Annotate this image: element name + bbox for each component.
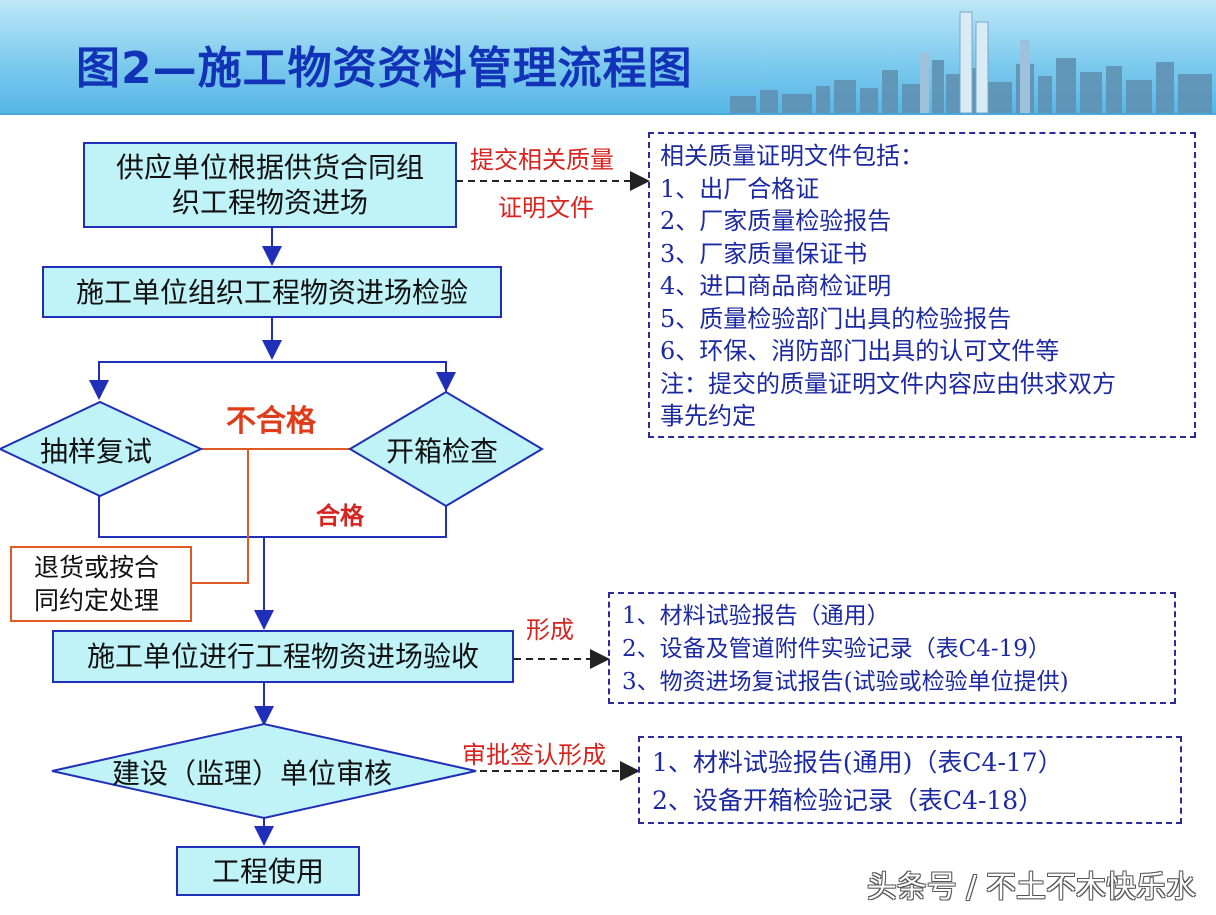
approve-form-label: 审批签认形成 [462,741,606,769]
header-banner: 图2—施工物资资料管理流程图 [0,0,1216,115]
quality-docs-line: 注：提交的质量证明文件内容应由供求双方 [660,369,1116,398]
merge-line [98,496,447,538]
review-label: 建设（监理）单位审核 [112,757,393,790]
quality-docs-line: 6、环保、消防部门出具的认可文件等 [660,337,1060,365]
review-docs-line: 1、材料试验报告(通用)（表C4-17） [652,748,1063,777]
supplier-line2: 织工程物资进场 [171,186,368,219]
form-label: 形成 [526,616,574,644]
watermark-text: 头条号 / 不土不木快乐水 [866,870,1196,905]
review-docs-line: 2、设备开箱检验记录（表C4-18） [652,786,1044,815]
quality-docs-line: 2、厂家质量检验报告 [660,207,892,235]
qualified-label: 合格 [316,502,364,530]
quality-docs-line: 3、厂家质量保证书 [660,239,868,268]
use-box: 工程使用 [176,846,360,896]
supplier-line1: 供应单位根据供货合同组 [115,151,424,184]
acceptance-box: 施工单位进行工程物资进场验收 [52,630,514,683]
page-title: 图2—施工物资资料管理流程图 [76,43,693,94]
acceptance-docs-note: 1、材料试验报告（通用） 2、设备及管道附件实验记录（表C4-19） 3、物资进… [608,592,1176,704]
unqualified-label: 不合格 [226,404,316,439]
supplier-box: 供应单位根据供货合同组 织工程物资进场 [83,142,457,228]
return-line2: 同约定处理 [34,585,160,615]
sample-retest-label: 抽样复试 [40,435,153,468]
submit-label-line1: 提交相关质量 [470,146,614,174]
quality-docs-line: 1、出厂合格证 [660,174,820,203]
inspection-box: 施工单位组织工程物资进场检验 [42,266,502,318]
acceptance-docs-line: 2、设备及管道附件实验记录（表C4-19） [622,636,1051,662]
quality-docs-line: 事先约定 [660,402,756,430]
quality-docs-line: 相关质量证明文件包括： [660,142,924,170]
branch-line [98,361,447,392]
return-box: 退货或按合 同约定处理 [10,546,192,622]
acceptance-docs-line: 1、材料试验报告（通用） [622,603,890,629]
submit-label-line2: 证明文件 [498,194,594,222]
quality-docs-line: 4、进口商品商检证明 [660,272,892,300]
quality-docs-line: 5、质量检验部门出具的检验报告 [660,304,1012,333]
review-docs-note: 1、材料试验报告(通用)（表C4-17） 2、设备开箱检验记录（表C4-18） [638,736,1182,824]
acceptance-docs-line: 3、物资进场复试报告(试验或检验单位提供) [622,669,1069,695]
city-skyline-image [730,11,1212,113]
unpack-check-label: 开箱检查 [386,435,499,468]
return-line1: 退货或按合 [34,553,160,582]
quality-docs-note: 相关质量证明文件包括： 1、出厂合格证 2、厂家质量检验报告 3、厂家质量保证书… [648,132,1196,438]
